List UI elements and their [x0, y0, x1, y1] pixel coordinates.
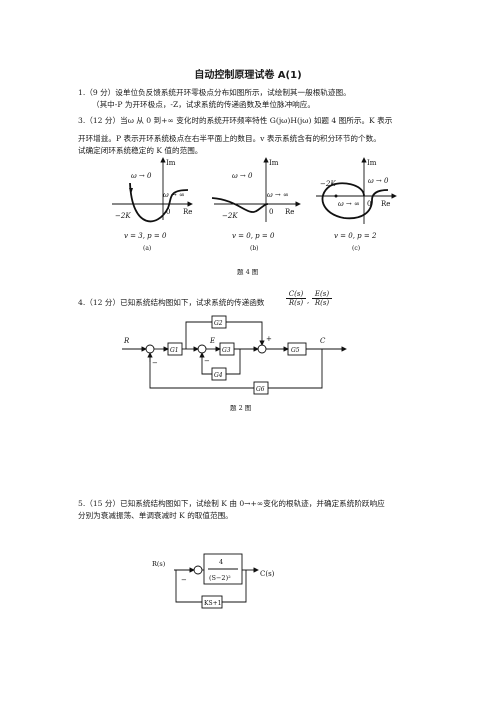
q3-line2: 开环增益。P 表示开环系统极点在右半平面上的数目。v 表示系统含有的积分环节的个… — [78, 134, 381, 143]
bd-g6: G6 — [256, 386, 265, 393]
plot-a-winf: ω → ∞ — [163, 191, 185, 199]
q1-line2: （其中-P 为开环极点，-Z，试求系统的传递函数及单位脉冲响应。 — [92, 100, 315, 109]
nyquist-plot-a: Im Re 0 ω → 0 ω → ∞ −2K v = 3, p = 0 (a) — [112, 157, 193, 252]
plot-b-sub: (b) — [250, 245, 259, 252]
bd-minus-1: − — [152, 359, 158, 367]
q5-line2: 分别为衰减振荡、单调衰减时 K 的取值范围。 — [78, 511, 233, 520]
q3-figure-caption: 题 4 图 — [237, 268, 259, 276]
plot-a-cond: v = 3, p = 0 — [124, 232, 167, 240]
q4-figure-caption: 题 2 图 — [230, 404, 252, 412]
plot-b-w0: ω → 0 — [232, 172, 253, 180]
nyquist-plot-c: Im Re 0 ω → 0 ω → ∞ −2K v = 0, p = 2 (c) — [316, 157, 397, 252]
bd-g5: G5 — [291, 347, 300, 354]
tf1-den: R(s) — [288, 299, 304, 307]
plot-c-cond: v = 0, p = 2 — [334, 232, 377, 240]
bd-c: C — [320, 337, 326, 345]
plot-b-im: Im — [269, 159, 279, 167]
q3-line1: 3.（12 分）当ω 从 0 到+∞ 变化时的系统开环频率特性 G(jω)H(j… — [78, 116, 393, 125]
plot-a-k: −2K — [115, 212, 131, 220]
bd-minus-2: − — [204, 357, 210, 365]
plot-b-winf: ω → ∞ — [267, 191, 289, 199]
plot-c-zero: 0 — [367, 200, 371, 208]
bd-plus: + — [266, 335, 272, 343]
q5-fb: KS+1 — [204, 600, 221, 607]
plot-a-sub: (a) — [143, 245, 151, 252]
q5-c: C(s) — [260, 570, 275, 578]
q5-den: (S−2)² — [209, 574, 231, 582]
plot-c-im: Im — [367, 159, 377, 167]
plot-a-im: Im — [166, 159, 176, 167]
bd-g4: G4 — [214, 372, 223, 379]
plot-c-sub: (c) — [352, 245, 360, 252]
plot-b-cond: v = 0, p = 0 — [232, 232, 275, 240]
nyquist-plot-b: Im Re 0 ω → 0 ω → ∞ −2K v = 0, p = 0 (b) — [211, 157, 301, 252]
q1-line1: 1.（9 分）设单位负反馈系统开环零极点分布如图所示，试绘制其一般根轨迹图。 — [78, 88, 351, 97]
bd-g3: G3 — [222, 347, 231, 354]
q4-text: 4.（12 分）已知系统结构图如下，试求系统的传递函数 — [78, 298, 265, 307]
plot-b-zero: 0 — [269, 208, 273, 216]
q5-line1: 5.（15 分）已知系统结构图如下，试绘制 K 由 0→+∞变化的根轨迹，并确定… — [78, 499, 385, 508]
plot-c-winf: ω → ∞ — [338, 200, 360, 208]
plot-a-re: Re — [183, 208, 192, 216]
plot-c-k: −2K — [320, 180, 336, 188]
tf1-num: C(s) — [286, 290, 306, 299]
plot-b-k: −2K — [222, 212, 238, 220]
bd-g1: G1 — [170, 347, 179, 354]
tf2-den: R(s) — [314, 299, 330, 307]
bd-g2: G2 — [214, 320, 223, 327]
q5-r: R(s) — [152, 560, 166, 568]
tf2-num: E(s) — [312, 290, 332, 299]
q5-num: 4 — [219, 558, 223, 566]
plot-a-w0: ω → 0 — [131, 172, 152, 180]
page-title: 自动控制原理试卷 A(1) — [194, 70, 302, 81]
bd-r: R — [123, 337, 130, 345]
plot-c-w0: ω → 0 — [368, 177, 389, 185]
bd-e: E — [209, 337, 215, 345]
tf-separator: , — [307, 297, 310, 305]
plot-a-zero: 0 — [166, 208, 170, 216]
q3-line3: 试确定闭环系统稳定的 K 值的范围。 — [78, 146, 203, 155]
plot-b-re: Re — [285, 208, 294, 216]
q5-minus: − — [181, 576, 187, 584]
plot-c-re: Re — [381, 200, 390, 208]
